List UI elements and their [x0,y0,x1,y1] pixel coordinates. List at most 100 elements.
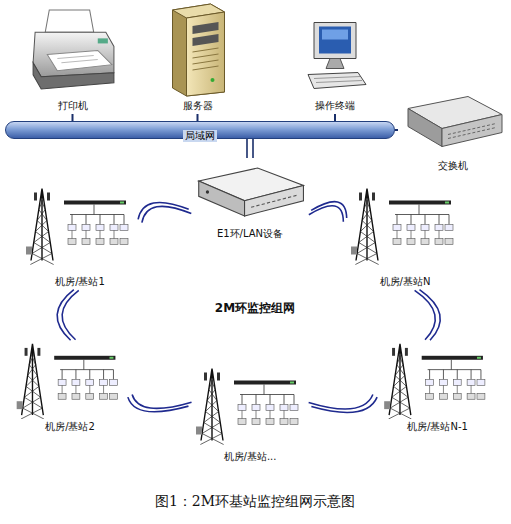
base-station-rect [64,201,126,205]
base-station-rect [392,348,395,356]
lan-link [72,114,74,121]
base-station-rect [26,247,32,255]
node-label: 机房/基站... [222,451,279,463]
label-row: 操作终端 [300,94,370,113]
node-label: E1环/LAN设备 [215,228,285,240]
base-station-rect [96,239,104,245]
base-station-path [389,344,411,415]
server-icon-path [187,12,225,96]
base-station-rect [445,202,449,204]
base-station-rect [110,225,118,231]
base-station-path [390,397,410,408]
base-station-path [26,376,39,387]
base-station-path [209,379,215,390]
label-row: 局域网 [6,124,394,143]
base-station-path [364,199,370,210]
base-station-rect [120,202,124,204]
base-station-path [202,423,222,434]
server-icon-circle [211,78,215,82]
node-label: 机房/基站N-1 [405,421,470,433]
base-station-path [62,385,103,393]
base-station-rect [280,419,288,425]
icon-holder [190,360,310,449]
base-station-rect [58,380,66,386]
ring-link [309,202,347,222]
base-station-rect [477,357,481,359]
e1-device: E1环/LAN设备 [190,158,310,242]
icon-holder [398,92,508,158]
icon-holder [160,0,235,98]
base-station-rect [100,380,108,386]
base-station-path [22,344,44,415]
base-station-rect [86,393,94,399]
figure-caption: 图1：2M环基站监控组网示意图 [155,493,355,511]
printer-icon-path [33,32,114,76]
base-station-path [207,390,217,401]
base-station-path [31,189,53,261]
base-station-path [355,254,378,265]
base-station-rect [407,239,415,245]
base-station: 机房/基站2 [10,340,130,435]
base-station-rect [439,380,447,386]
base-station-path [242,411,284,419]
base-station-rect [422,356,483,360]
base-station: 机房/基站... [190,360,310,465]
base-station-path [430,385,471,393]
e1-device-path [199,181,245,216]
icon-holder [25,2,120,98]
e1-device-drawing [190,158,310,226]
base-station-path [397,231,439,239]
base-station-path [24,386,40,397]
base-station-rect [37,348,40,356]
printer-icon-path [45,10,94,32]
base-station-rect [426,380,434,386]
base-station-rect [47,193,50,201]
base-station-rect [445,225,453,231]
base-station-rect [439,393,447,399]
node-label: 机房/基站2 [43,421,97,433]
base-station-rect [426,393,434,399]
ring-link [415,290,441,341]
terminal-icon-path [314,77,362,83]
terminal-icon-rect [322,30,348,40]
base-station-path [32,243,52,254]
base-station-rect [204,373,207,381]
base-station-path [393,376,406,387]
base-station-rect [110,357,114,359]
server-icon: 服务器 [160,0,235,114]
base-station-rect [17,401,23,409]
label-row: 机房/基站2 [10,415,130,434]
terminal-icon-path [314,23,356,59]
base-station-rect [25,348,28,356]
base-station-rect [234,381,296,385]
ring-title: 2M环监控组网 [215,300,295,317]
base-station-rect [421,225,429,231]
base-station-path [205,401,218,412]
switch-icon: 交换机 [398,92,508,174]
base-station-rect [82,239,90,245]
base-station-path [37,210,47,221]
base-station-rect [86,380,94,386]
base-station-drawing [375,340,500,419]
switch-icon-drawing [398,92,508,158]
base-station-rect [405,348,408,356]
base-station-rect [82,225,90,231]
base-station-rect [58,393,66,399]
base-station-path [30,254,53,265]
base-station-path [35,221,48,232]
base-station-rect [68,239,76,245]
base-station-path [70,205,124,225]
base-station-rect [435,225,443,231]
base-station-path [357,243,377,254]
icon-holder [190,158,310,226]
base-station: 机房/基站1 [20,175,140,290]
icon-holder [10,340,130,419]
base-station: 机房/基站N-1 [375,340,500,435]
base-station-path [397,354,403,365]
base-station-rect [54,356,115,360]
base-station-rect [120,239,128,245]
base-station-drawing [190,360,310,449]
base-station-rect [196,427,202,435]
server-icon-path [193,48,219,70]
base-station-path [395,205,449,225]
